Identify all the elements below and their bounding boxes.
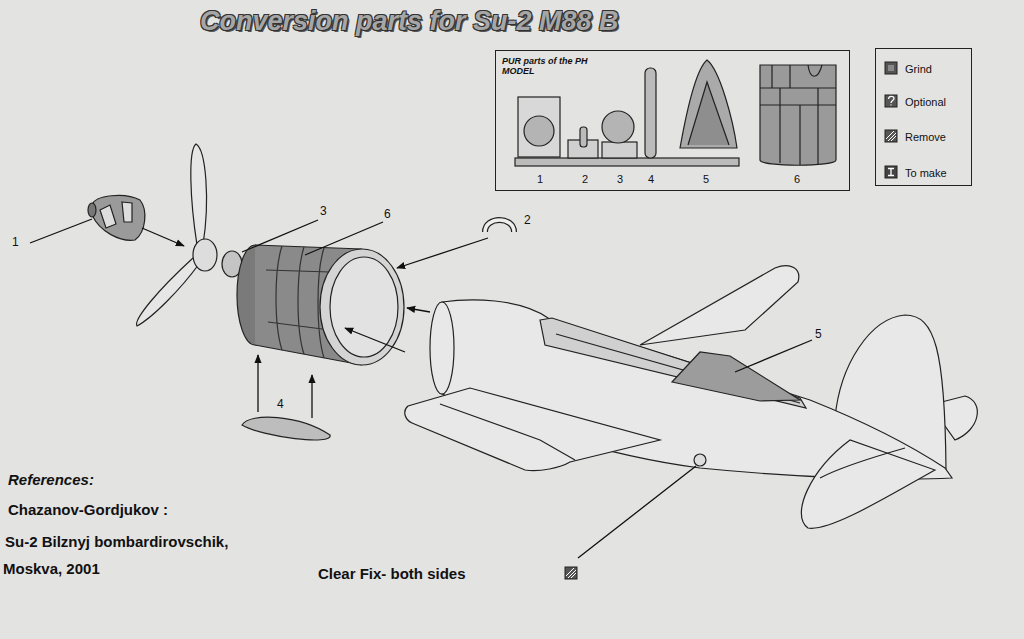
part-4-rod	[645, 68, 656, 158]
legend-symbols	[885, 62, 897, 178]
propeller-blade	[137, 258, 199, 326]
to-make-symbol	[885, 166, 897, 178]
reference-text: Chazanov-Gordjukov :	[8, 501, 168, 518]
leader-line	[735, 340, 812, 372]
flap-line	[440, 404, 575, 460]
part-4-lip	[242, 417, 330, 440]
legend-text: Grind	[905, 62, 932, 76]
reference-text: Su-2 Bilznyj bombardirovschik,	[5, 533, 228, 550]
propeller-hub	[193, 239, 217, 271]
aircraft	[405, 266, 978, 529]
to-make-mark	[888, 169, 894, 176]
remove-symbol	[565, 567, 577, 579]
callout-number: 6	[384, 208, 391, 222]
part-5-fillet	[680, 60, 737, 148]
optional-symbol	[885, 95, 897, 107]
canopy-frame	[556, 334, 800, 403]
part-number: 3	[617, 173, 623, 186]
assembly-arrow	[397, 238, 488, 268]
spinner-tip	[88, 203, 96, 217]
assembly-arrow	[257, 355, 258, 412]
nose-ring	[430, 302, 454, 394]
callout-number: 2	[524, 214, 531, 228]
note-text: Clear Fix- both sides	[318, 565, 466, 582]
near-wing	[405, 388, 660, 471]
legend-box: GrindOptionalRemove To make	[875, 48, 972, 186]
leader-line	[30, 219, 92, 243]
reference-heading: References:	[8, 471, 94, 488]
part-6-panels	[760, 65, 836, 165]
remove-symbol	[885, 130, 897, 142]
part-number: 6	[794, 173, 800, 186]
part-5-inner	[688, 82, 729, 145]
assembly-arrow	[407, 308, 430, 312]
part-1-block	[518, 97, 560, 157]
legend-text: To make	[905, 166, 947, 180]
propeller-blade	[191, 144, 207, 245]
part-2-rod	[580, 127, 587, 147]
cowling-front	[320, 249, 404, 365]
elevator-line	[820, 448, 905, 478]
assembly-arrow	[311, 375, 312, 418]
part-1-disc	[524, 116, 554, 146]
grind-symbol-inner	[888, 65, 894, 71]
far-wing	[640, 266, 799, 345]
callout-number: 1	[12, 236, 19, 250]
canopy	[540, 318, 806, 408]
callout-number: 5	[815, 328, 822, 342]
callout-number: 4	[277, 398, 284, 412]
legend-text: Remove	[905, 130, 946, 144]
clear-window	[694, 454, 706, 466]
remove-mark	[886, 131, 896, 141]
title: Conversion parts for Su-2 M88 B	[200, 6, 619, 37]
part-3-block	[602, 142, 637, 158]
part-2-arc	[485, 220, 514, 232]
assembly-arrow	[345, 328, 405, 352]
remove-mark	[566, 568, 576, 578]
leader-line	[242, 220, 318, 252]
optional-mark	[889, 96, 895, 105]
leader-line	[305, 222, 383, 255]
part-number: 5	[703, 173, 709, 186]
part-2-arc-inner	[485, 220, 514, 232]
cowling-opening	[330, 257, 398, 357]
part-number: 1	[537, 173, 543, 186]
spinner	[92, 195, 145, 240]
spinner-cutouts	[100, 202, 132, 228]
grind-symbol	[885, 62, 897, 74]
sprue-bar	[515, 158, 739, 166]
part-3-disc	[602, 111, 634, 143]
part-number: 2	[582, 173, 588, 186]
legend-text: Optional	[905, 95, 946, 109]
callout-number: 3	[320, 205, 327, 219]
part-5-fillet-fitted	[672, 352, 800, 401]
box-heading: PUR parts of the PH MODEL	[502, 56, 602, 77]
assembly-arrow	[142, 228, 184, 246]
parts-box: PUR parts of the PH MODEL 1 2 3 4 5 6	[495, 50, 850, 191]
part-6-cowling	[760, 65, 836, 165]
leader-line	[578, 466, 696, 558]
part-number: 4	[648, 173, 654, 186]
reference-text: Moskva, 2001	[3, 560, 100, 577]
near-stabilizer	[801, 440, 935, 528]
pur-parts	[515, 60, 836, 166]
